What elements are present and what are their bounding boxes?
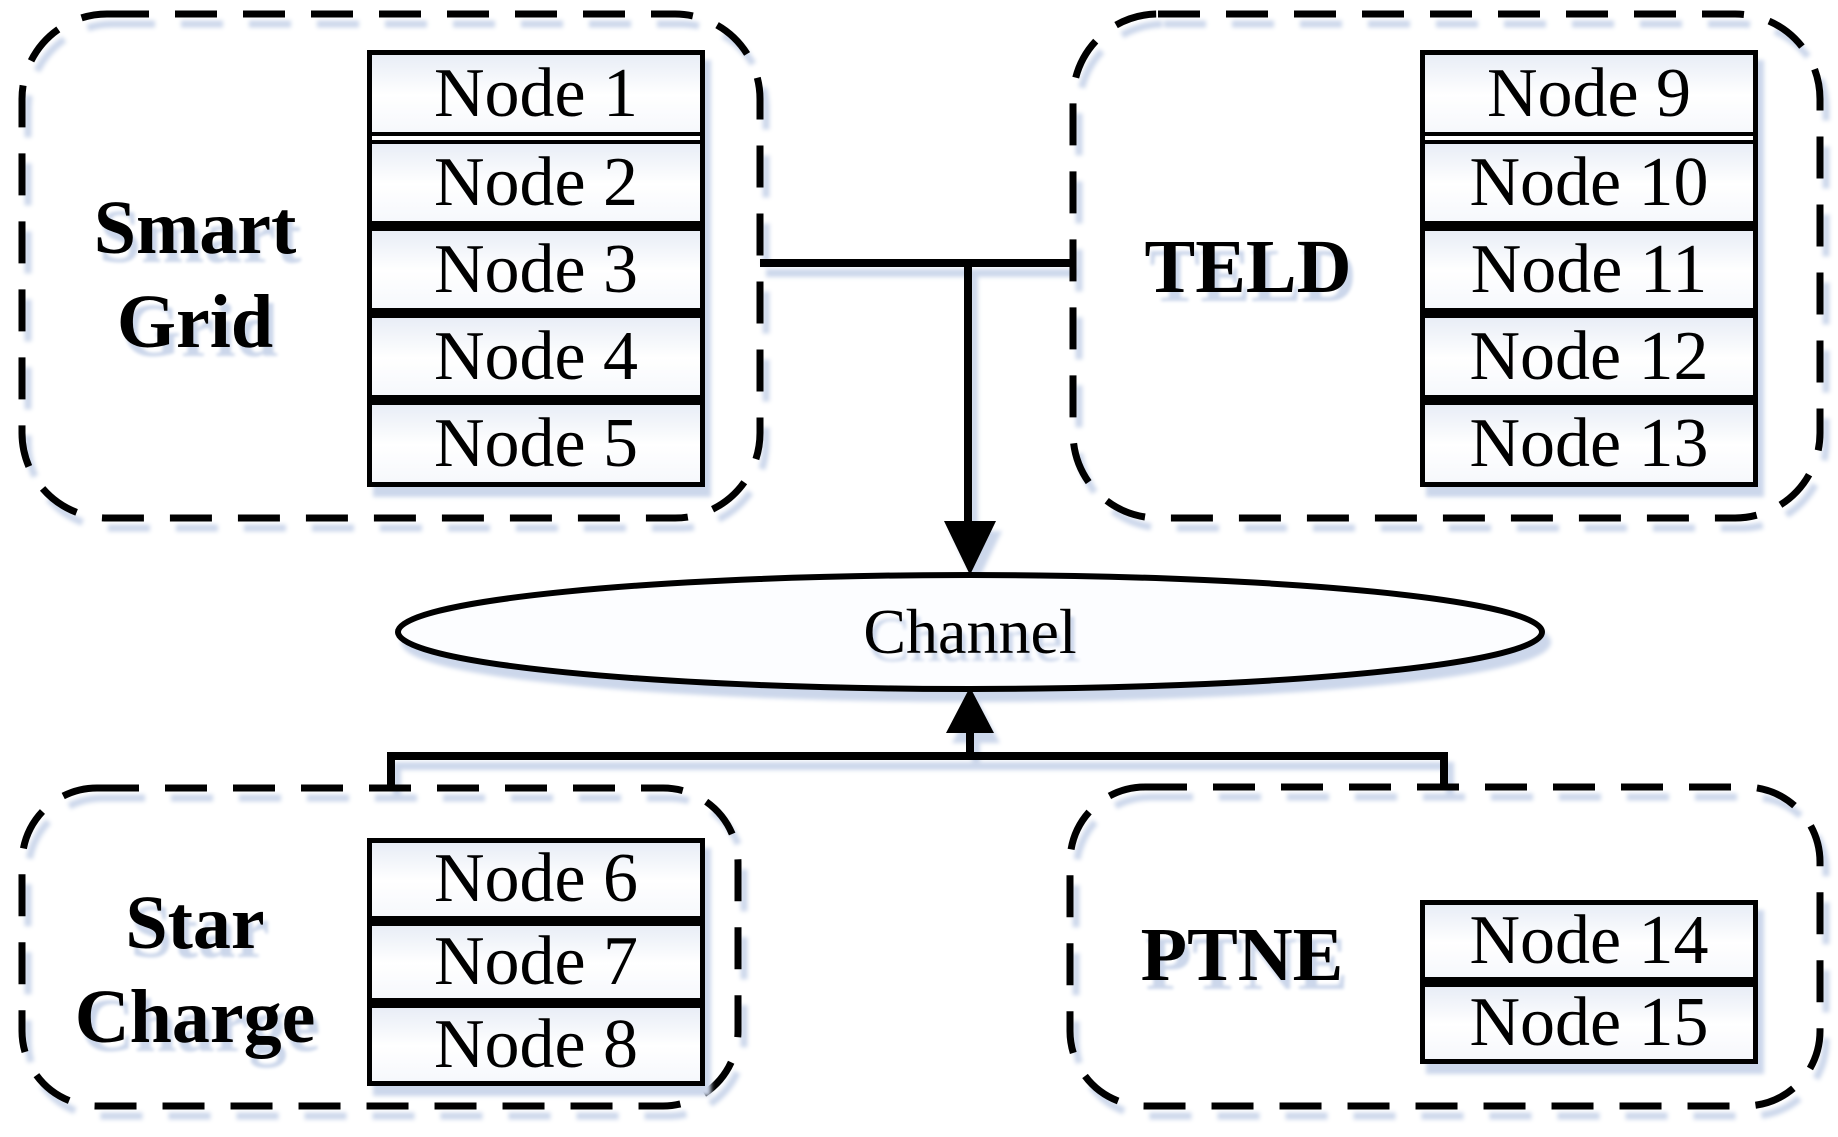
node-label: Node 4 bbox=[433, 317, 639, 395]
node-box: Node 3 bbox=[372, 231, 700, 308]
double-line-separator bbox=[1425, 132, 1753, 144]
thick-separator bbox=[1425, 977, 1753, 987]
node-label: Node 1 bbox=[433, 54, 639, 132]
thick-separator bbox=[1425, 395, 1753, 405]
thick-separator bbox=[372, 998, 700, 1009]
node-label: Node 11 bbox=[1470, 230, 1708, 308]
node-label: Node 2 bbox=[433, 143, 639, 221]
smart-grid-node-stack: Node 1 Node 2 Node 3 Node 4 Node 5 bbox=[367, 50, 705, 487]
smart-grid-label: Smart Grid bbox=[20, 181, 370, 369]
node-box: Node 2 bbox=[372, 144, 700, 221]
teld-node-stack: Node 9 Node 10 Node 11 Node 12 Node 13 bbox=[1420, 50, 1758, 487]
smart-grid-box-border bbox=[18, 10, 764, 522]
ptne-label: PTNE bbox=[1140, 913, 1344, 997]
node-label: Node 5 bbox=[433, 404, 639, 482]
channel-label: Channel bbox=[863, 596, 1077, 667]
node-label: Node 7 bbox=[433, 923, 639, 1000]
bottom-connector-line bbox=[387, 729, 1448, 790]
node-box: Node 5 bbox=[372, 405, 700, 482]
node-box: Node 8 bbox=[372, 1005, 700, 1083]
thick-separator bbox=[372, 221, 700, 231]
node-box: Node 12 bbox=[1425, 318, 1753, 395]
node-label: Node 9 bbox=[1486, 54, 1692, 132]
node-label: Node 10 bbox=[1469, 143, 1709, 221]
thick-separator bbox=[1425, 221, 1753, 231]
thick-separator bbox=[372, 395, 700, 405]
node-label: Node 15 bbox=[1469, 984, 1709, 1061]
star-charge-label-line1: Star bbox=[125, 881, 265, 965]
node-box: Node 1 bbox=[372, 55, 700, 132]
node-label: Node 8 bbox=[433, 1005, 639, 1083]
node-box: Node 13 bbox=[1425, 405, 1753, 482]
smart-grid-label-line2: Grid bbox=[116, 280, 274, 364]
node-box: Node 15 bbox=[1425, 987, 1753, 1059]
node-box: Node 4 bbox=[372, 318, 700, 395]
node-label: Node 13 bbox=[1469, 404, 1709, 482]
node-box: Node 6 bbox=[372, 843, 700, 916]
node-label: Node 12 bbox=[1469, 317, 1709, 395]
up-arrowhead bbox=[946, 687, 994, 733]
down-arrowhead bbox=[944, 521, 996, 575]
node-box: Node 9 bbox=[1425, 55, 1753, 132]
node-box: Node 7 bbox=[372, 923, 700, 1000]
thick-separator bbox=[1425, 308, 1753, 318]
star-charge-box-border bbox=[18, 784, 742, 1110]
node-box: Node 10 bbox=[1425, 144, 1753, 221]
node-label: Node 14 bbox=[1469, 902, 1709, 979]
top-connector-line bbox=[760, 259, 1073, 525]
double-line-separator bbox=[372, 132, 700, 144]
smart-grid-label-line1: Smart bbox=[93, 186, 297, 270]
star-charge-label-line2: Charge bbox=[74, 975, 316, 1059]
ptne-node-stack: Node 14 Node 15 bbox=[1420, 900, 1758, 1064]
teld-label: TELD bbox=[1144, 225, 1352, 309]
thick-separator bbox=[372, 308, 700, 318]
node-box: Node 11 bbox=[1425, 231, 1753, 308]
star-charge-node-stack: Node 6 Node 7 Node 8 bbox=[367, 838, 705, 1086]
thick-separator bbox=[372, 915, 700, 926]
node-label: Node 3 bbox=[433, 230, 639, 308]
node-box: Node 14 bbox=[1425, 905, 1753, 977]
star-charge-label: Star Charge bbox=[20, 876, 370, 1064]
node-label: Node 6 bbox=[433, 840, 639, 918]
